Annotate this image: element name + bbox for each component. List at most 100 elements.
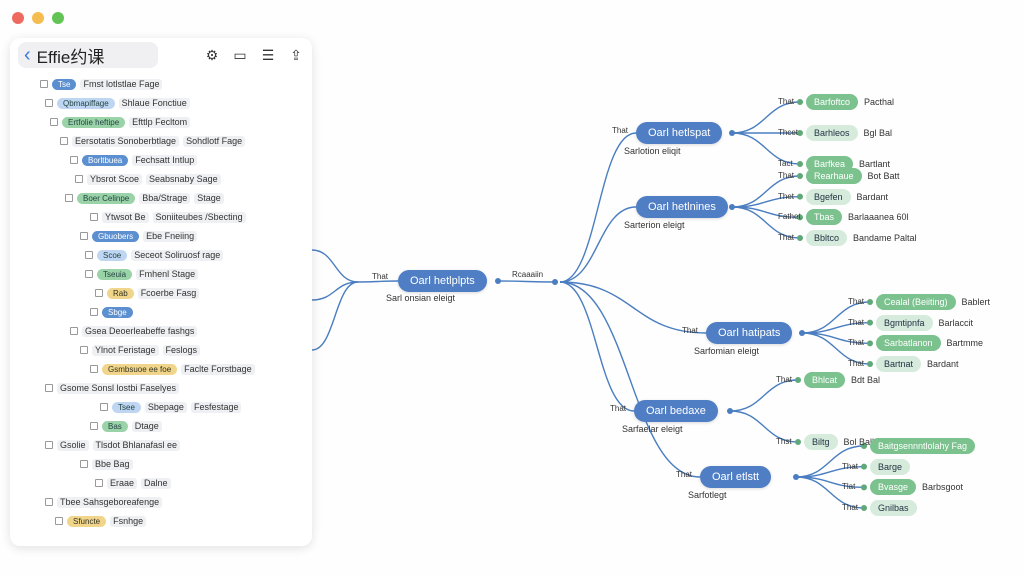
row-tag: Qbmapiffage [57,97,115,109]
row-label: Gsolie [57,439,89,451]
row-checkbox[interactable] [45,384,53,392]
connector-dot [729,204,735,210]
branch-node[interactable]: Oarl hatipats [706,322,793,344]
back-button[interactable]: ‹ Effie约课 [18,42,158,68]
row-checkbox[interactable] [55,517,63,525]
outline-row[interactable]: Gsea Deoerleabeffe fashgs [70,325,198,337]
leaf-prefix: Thst [776,437,792,446]
row-checkbox[interactable] [70,156,78,164]
row-checkbox[interactable] [90,308,98,316]
leaf-node[interactable]: Baitgsennntlolahy Fag [870,438,976,454]
row-checkbox[interactable] [90,422,98,430]
branch-node[interactable]: Oarl hetlnines [636,196,728,218]
zoom-button[interactable] [52,12,64,24]
row-note: Tlsdot Bhlanafasl ee [92,439,181,451]
row-checkbox[interactable] [95,289,103,297]
row-label: Seceot Soliruosf rage [131,249,224,261]
minimize-button[interactable] [32,12,44,24]
row-checkbox[interactable] [70,327,78,335]
row-checkbox[interactable] [85,270,93,278]
branch-subtitle: Sarfaelar eleigt [622,424,683,434]
outline-row[interactable]: Bbe Bag [80,458,133,470]
row-checkbox[interactable] [95,479,103,487]
branch-node[interactable]: Oarl hetlspat [636,122,723,144]
row-checkbox[interactable] [80,232,88,240]
row-checkbox[interactable] [80,346,88,354]
leaf-node[interactable]: Gnilbas [870,500,917,516]
row-checkbox[interactable] [50,118,58,126]
row-checkbox[interactable] [65,194,73,202]
leaf-node[interactable]: Barge [870,458,911,475]
row-checkbox[interactable] [75,175,83,183]
sidebar-toolbar: ⚙ ▭ ☰ ⇪ [204,47,304,63]
connector-dot [795,377,801,383]
leaf-note: Bablert [961,297,991,307]
row-checkbox[interactable] [40,80,48,88]
row-checkbox[interactable] [45,441,53,449]
connector-dot [797,173,803,179]
leaf-note: Bandame Paltal [853,233,917,243]
leaf-tag: Tbas [806,209,843,226]
outline-row[interactable]: Sbge [90,306,133,318]
close-button[interactable] [12,12,24,24]
row-checkbox[interactable] [100,403,108,411]
connector-dot [861,484,867,491]
row-label: Bbe Bag [92,458,133,470]
row-label: Fmst lotlstlae Fage [80,78,163,90]
row-note: Dalne [141,477,171,489]
row-checkbox[interactable] [60,137,68,145]
row-checkbox[interactable] [45,99,53,107]
root-node[interactable]: Oarl hetlplpts [398,270,487,292]
branch-node[interactable]: Oarl etlstt [700,466,772,488]
connector-dot [797,99,803,105]
root-side-label: Rcaaaiin [512,270,544,279]
connector-dot [495,278,501,284]
share-icon[interactable]: ⇪ [290,47,302,63]
row-checkbox[interactable] [85,251,93,259]
outline-row[interactable]: Gsome Sonsl lostbi Faselyes [45,382,180,394]
connector-line [729,379,799,412]
row-checkbox[interactable] [90,213,98,221]
row-checkbox[interactable] [90,365,98,373]
row-checkbox[interactable] [45,498,53,506]
settings-icon[interactable]: ⚙ [205,47,219,63]
filter-icon[interactable]: ☰ [261,47,275,63]
comment-icon[interactable]: ▭ [233,47,247,63]
branch-node[interactable]: Oarl bedaxe [634,400,718,422]
row-checkbox[interactable] [80,460,88,468]
leaf-node[interactable]: Cealal (Beiiting)Bablert [876,294,990,310]
outline-row[interactable]: Tbee Sahsgeboreafenge [45,496,163,508]
